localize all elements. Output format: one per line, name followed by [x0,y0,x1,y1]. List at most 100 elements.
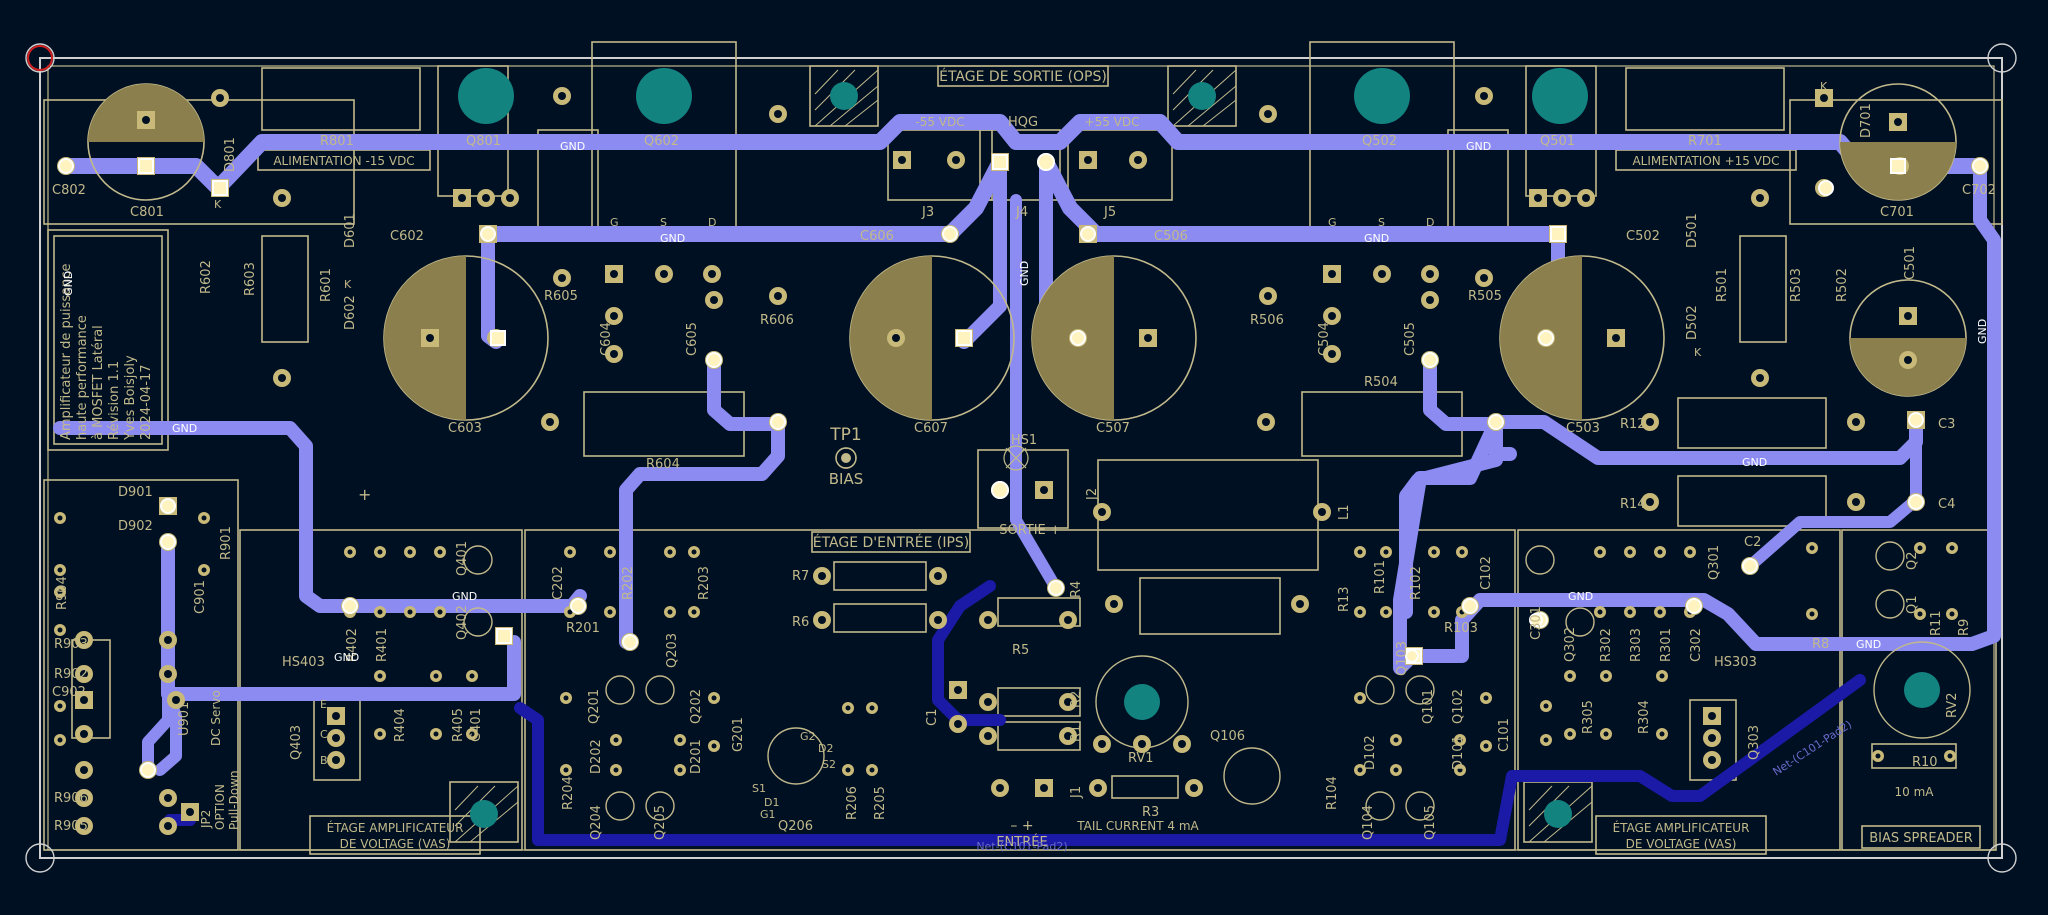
label-entree: ENTRÉE [996,834,1047,850]
ref-c507: C507 [1096,421,1130,436]
mount-hole-q502 [1354,68,1410,124]
label-entree-pins: – + [1010,818,1033,834]
ref-q403: Q403 [289,725,304,760]
ref-q105: Q105 [1423,805,1438,840]
ref-d601: D601 [343,213,358,248]
ref-r503: R503 [1789,268,1804,302]
ref-c505: C505 [1403,322,1418,356]
net-labels: GND GND GND GND GND GND GND GND GND GND … [62,140,1989,664]
ref-r102: R102 [1409,566,1424,600]
ref-r602: R602 [199,260,214,294]
ref-q402: Q402 [455,605,470,640]
ref-r305: R305 [1581,700,1596,734]
cap-c603 [383,255,549,421]
label-hs1: HS1 [1011,433,1037,448]
ref-r605: R605 [544,289,578,304]
ref-d901: D901 [118,485,153,500]
board-edge [39,57,2003,859]
ref-j4: J4 [1015,205,1028,220]
ref-d102: D102 [1363,735,1378,770]
pin-c-q403: C [320,728,328,741]
ref-r206: R206 [845,786,860,820]
ref-r6: R6 [792,615,809,630]
ref-r14: R14 [1620,497,1646,512]
pin-s2-q206: S2 [822,758,836,771]
ref-r304: R304 [1637,700,1652,734]
net-gnd-5: GND [172,422,197,435]
mounting-holes [458,68,1940,828]
ref-c605: C605 [685,322,700,356]
pin-s-left: S [660,216,667,229]
ref-q203: Q203 [665,633,680,668]
ref-d202: D202 [589,739,604,774]
ref-r301: R301 [1659,628,1674,662]
ref-c701: C701 [1880,205,1914,220]
ref-r701: R701 [1688,134,1722,149]
pin-d1-q206: D1 [764,796,779,809]
pin-s-right: S [1378,216,1385,229]
ref-c102: C102 [1479,556,1494,590]
label-option: OPTION [213,784,227,830]
ref-c603: C603 [448,421,482,436]
ref-c503: C503 [1566,421,1600,436]
net-gnd-13: GND [62,271,75,296]
cap-c507 [1031,255,1197,421]
pin-b-q403: B [320,754,328,767]
ref-j1: J1 [1069,786,1084,799]
title-line-5: Yves Boisjoly [123,355,138,441]
ref-q205: Q205 [653,805,668,840]
ref-g201: G201 [731,717,746,752]
ref-c602: C602 [390,229,424,244]
section-supply-pos: ALIMENTATION +15 VDC [1632,154,1779,168]
ref-c501: C501 [1903,246,1918,280]
label-bias: BIAS [829,470,864,488]
ref-r7: R7 [792,569,809,584]
net-gnd-8: GND [1568,590,1593,603]
ref-r1: R1 [1069,725,1084,742]
mount-hole-vas-r [1544,800,1572,828]
ref-d801: D801 [223,137,238,172]
ref-c3: C3 [1938,417,1955,432]
ref-c506: C506 [1154,229,1188,244]
ref-r3: R3 [1142,805,1159,820]
ref-r901: R901 [219,526,234,560]
mount-hole-q501 [1532,68,1588,124]
ref-d502: D502 [1685,305,1700,340]
ref-r506: R506 [1250,313,1284,328]
ref-c301: C301 [1529,606,1544,640]
ref-r104: R104 [1325,776,1340,810]
ref-r11: R11 [1929,610,1944,636]
net-gnd-9: GND [1742,456,1767,469]
ref-r906: R906 [54,791,88,806]
ref-q201: Q201 [587,689,602,724]
section-vas-right-1: ÉTAGE AMPLIFICATEUR [1613,820,1750,835]
mount-hole-hs-right [1188,82,1216,110]
ref-r505: R505 [1468,289,1502,304]
ref-d602: D602 [343,295,358,330]
ref-j2: J2 [1085,488,1100,501]
ref-r603: R603 [243,262,258,296]
ref-q1: Q1 [1905,595,1920,614]
ref-c802: C802 [52,183,86,198]
ref-q106: Q106 [1210,729,1245,744]
ref-q303: Q303 [1747,725,1762,760]
ref-q301: Q301 [1707,545,1722,580]
net-gnd-3: GND [1364,232,1389,245]
ref-d902: D902 [118,519,153,534]
mount-hole-hs-left [830,82,858,110]
ref-q801: Q801 [466,134,501,149]
pin-k-d801: K [214,198,222,211]
pin-k-d701: K [1820,80,1828,93]
ref-r502: R502 [1835,268,1850,302]
label-neg55: -55 VDC [915,115,964,129]
ref-q501: Q501 [1540,134,1575,149]
ref-q302: Q302 [1563,627,1578,662]
ref-hs303: HS303 [1714,655,1757,670]
ref-r201: R201 [566,621,600,636]
test-point-tp1[interactable] [835,447,857,469]
mount-hole-rv2 [1904,672,1940,708]
ref-r404: R404 [393,708,408,742]
ref-q502: Q502 [1362,134,1397,149]
highlighted-pads [58,153,1988,778]
